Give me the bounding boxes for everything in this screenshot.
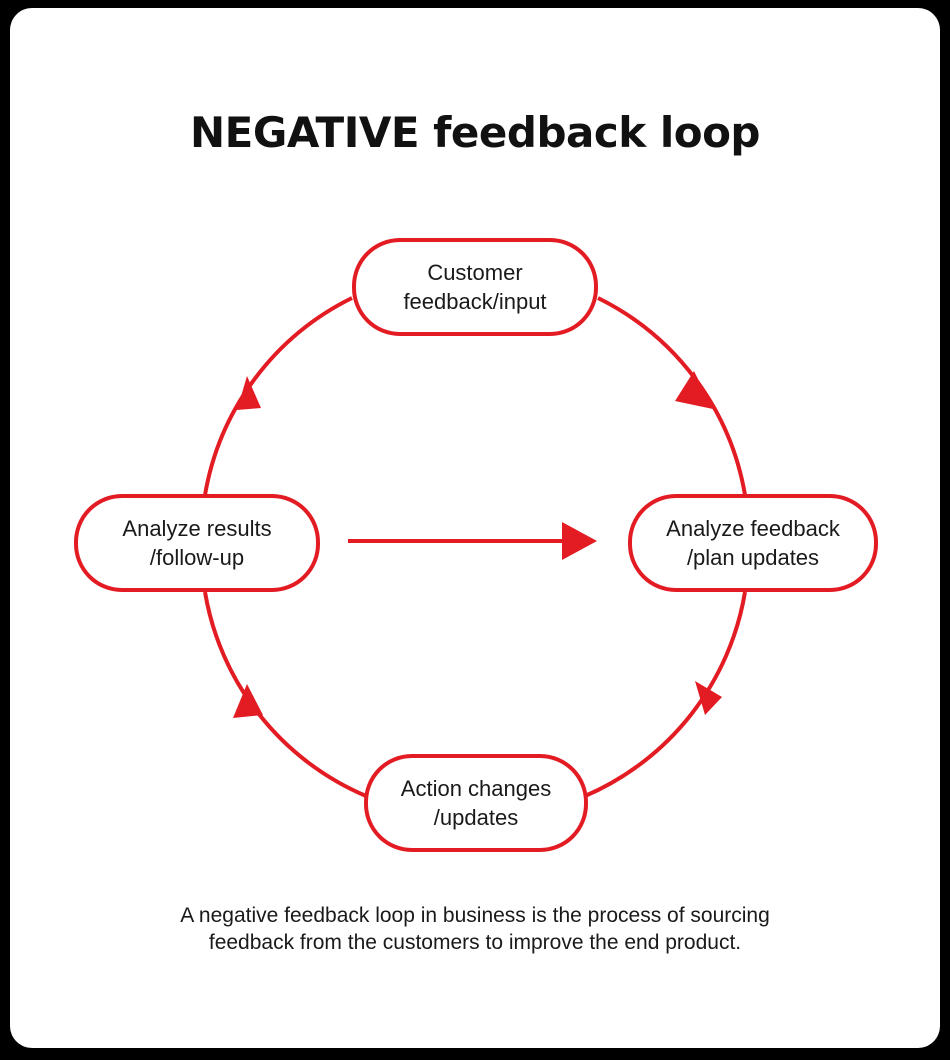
node-analyze-results: Analyze results /follow-up	[74, 494, 320, 592]
node-text-line: Customer	[427, 260, 523, 285]
arc-left-to-top	[203, 296, 353, 496]
node-text-line: feedback/input	[403, 289, 547, 314]
caption-line: feedback from the customers to improve t…	[208, 931, 742, 954]
arrowhead-upper-left	[237, 376, 261, 410]
node-text-line: /plan updates	[686, 545, 820, 570]
arrowhead-lower-right	[695, 681, 722, 715]
node-text-line: Analyze results	[122, 516, 272, 541]
arc-right-to-bottom	[584, 591, 747, 798]
node-text-line: Action changes	[400, 776, 552, 801]
node-customer-feedback: Customer feedback/input	[352, 238, 598, 336]
arrowhead-lower-left	[233, 684, 263, 718]
node-action-changes: Action changes /updates	[364, 754, 588, 852]
arc-bottom-to-left	[203, 591, 367, 798]
node-analyze-feedback: Analyze feedback /plan updates	[628, 494, 878, 592]
arrowhead-upper-right	[675, 371, 713, 409]
node-text-line: Analyze feedback	[666, 516, 840, 541]
page-title: NEGATIVE feedback loop	[190, 108, 761, 157]
arc-top-to-right	[597, 296, 747, 496]
node-text-line: /follow-up	[149, 545, 245, 570]
caption-line: A negative feedback loop in business is …	[180, 904, 770, 927]
node-text-line: /updates	[433, 805, 519, 830]
center-arrow-head	[562, 522, 597, 560]
diagram-caption: A negative feedback loop in business is …	[0, 902, 950, 956]
